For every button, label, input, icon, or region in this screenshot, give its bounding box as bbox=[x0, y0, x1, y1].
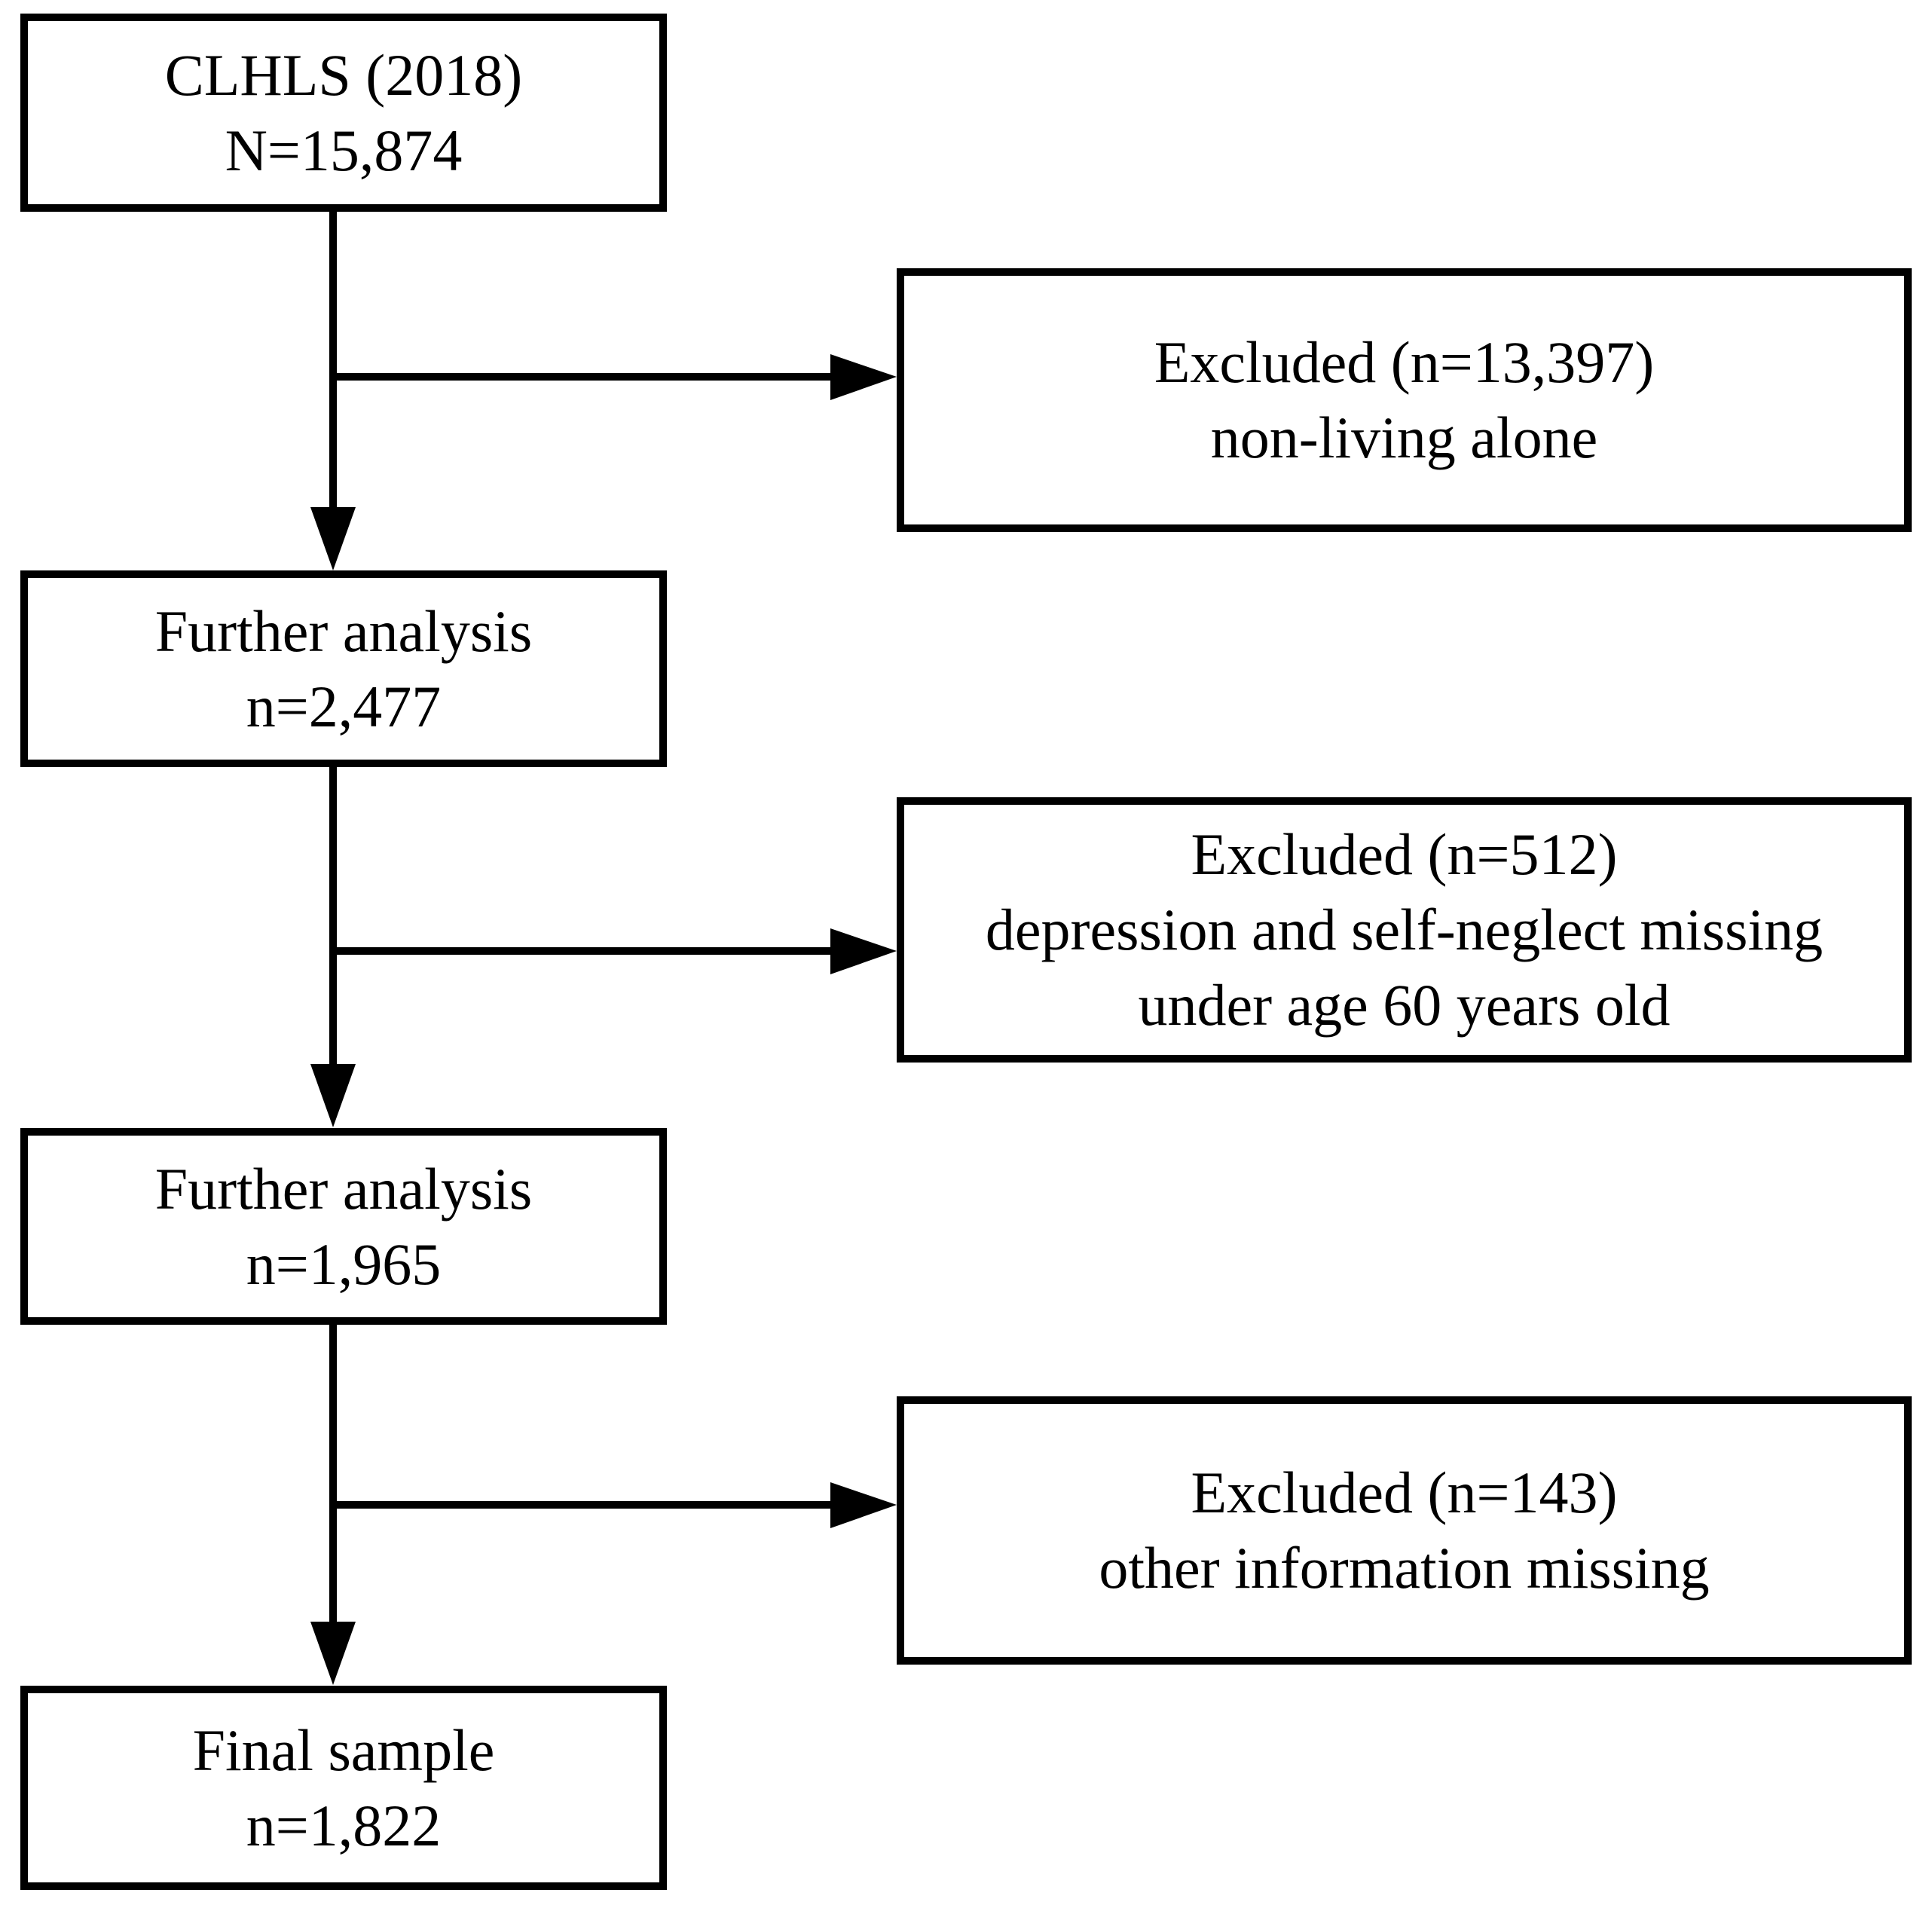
excluded-1-reason: non-living alone bbox=[1210, 405, 1598, 470]
excluded-3-title: Excluded (n=143) bbox=[1191, 1460, 1618, 1525]
box-final-sample: Final sample n=1,822 bbox=[20, 1686, 667, 1890]
arrow-branch-excluded3 bbox=[333, 1482, 897, 1528]
further-2-count: n=1,965 bbox=[246, 1231, 442, 1297]
box-further-analysis-1: Further analysis n=2,477 bbox=[20, 570, 667, 767]
further-1-count: n=2,477 bbox=[246, 673, 442, 739]
arrow-branch-excluded2 bbox=[333, 928, 897, 974]
further-2-title: Further analysis bbox=[154, 1155, 533, 1222]
excluded-3-reason: other information missing bbox=[1099, 1535, 1710, 1601]
final-title: Final sample bbox=[192, 1717, 495, 1783]
arrow-further1-to-further2 bbox=[310, 766, 356, 1127]
excluded-2-title: Excluded (n=512) bbox=[1191, 821, 1618, 887]
box-source-sample: CLHLS (2018) N=15,874 bbox=[20, 14, 667, 212]
box-further-analysis-2: Further analysis n=1,965 bbox=[20, 1128, 667, 1325]
excluded-1-title: Excluded (n=13,397) bbox=[1154, 329, 1655, 395]
box-excluded-1: Excluded (n=13,397) non-living alone bbox=[897, 268, 1912, 532]
excluded-2-reason-1: depression and self-neglect missing bbox=[985, 897, 1823, 962]
final-count: n=1,822 bbox=[246, 1792, 442, 1858]
arrow-further2-to-final bbox=[310, 1325, 356, 1685]
source-title: CLHLS (2018) bbox=[164, 41, 523, 108]
arrow-source-to-further1 bbox=[310, 211, 356, 570]
arrow-branch-excluded1 bbox=[333, 354, 897, 400]
excluded-2-reason-2: under age 60 years old bbox=[1138, 972, 1671, 1038]
further-1-title: Further analysis bbox=[154, 598, 533, 664]
box-excluded-3: Excluded (n=143) other information missi… bbox=[897, 1396, 1912, 1665]
box-excluded-2: Excluded (n=512) depression and self-neg… bbox=[897, 797, 1912, 1063]
source-count: N=15,874 bbox=[225, 117, 463, 183]
